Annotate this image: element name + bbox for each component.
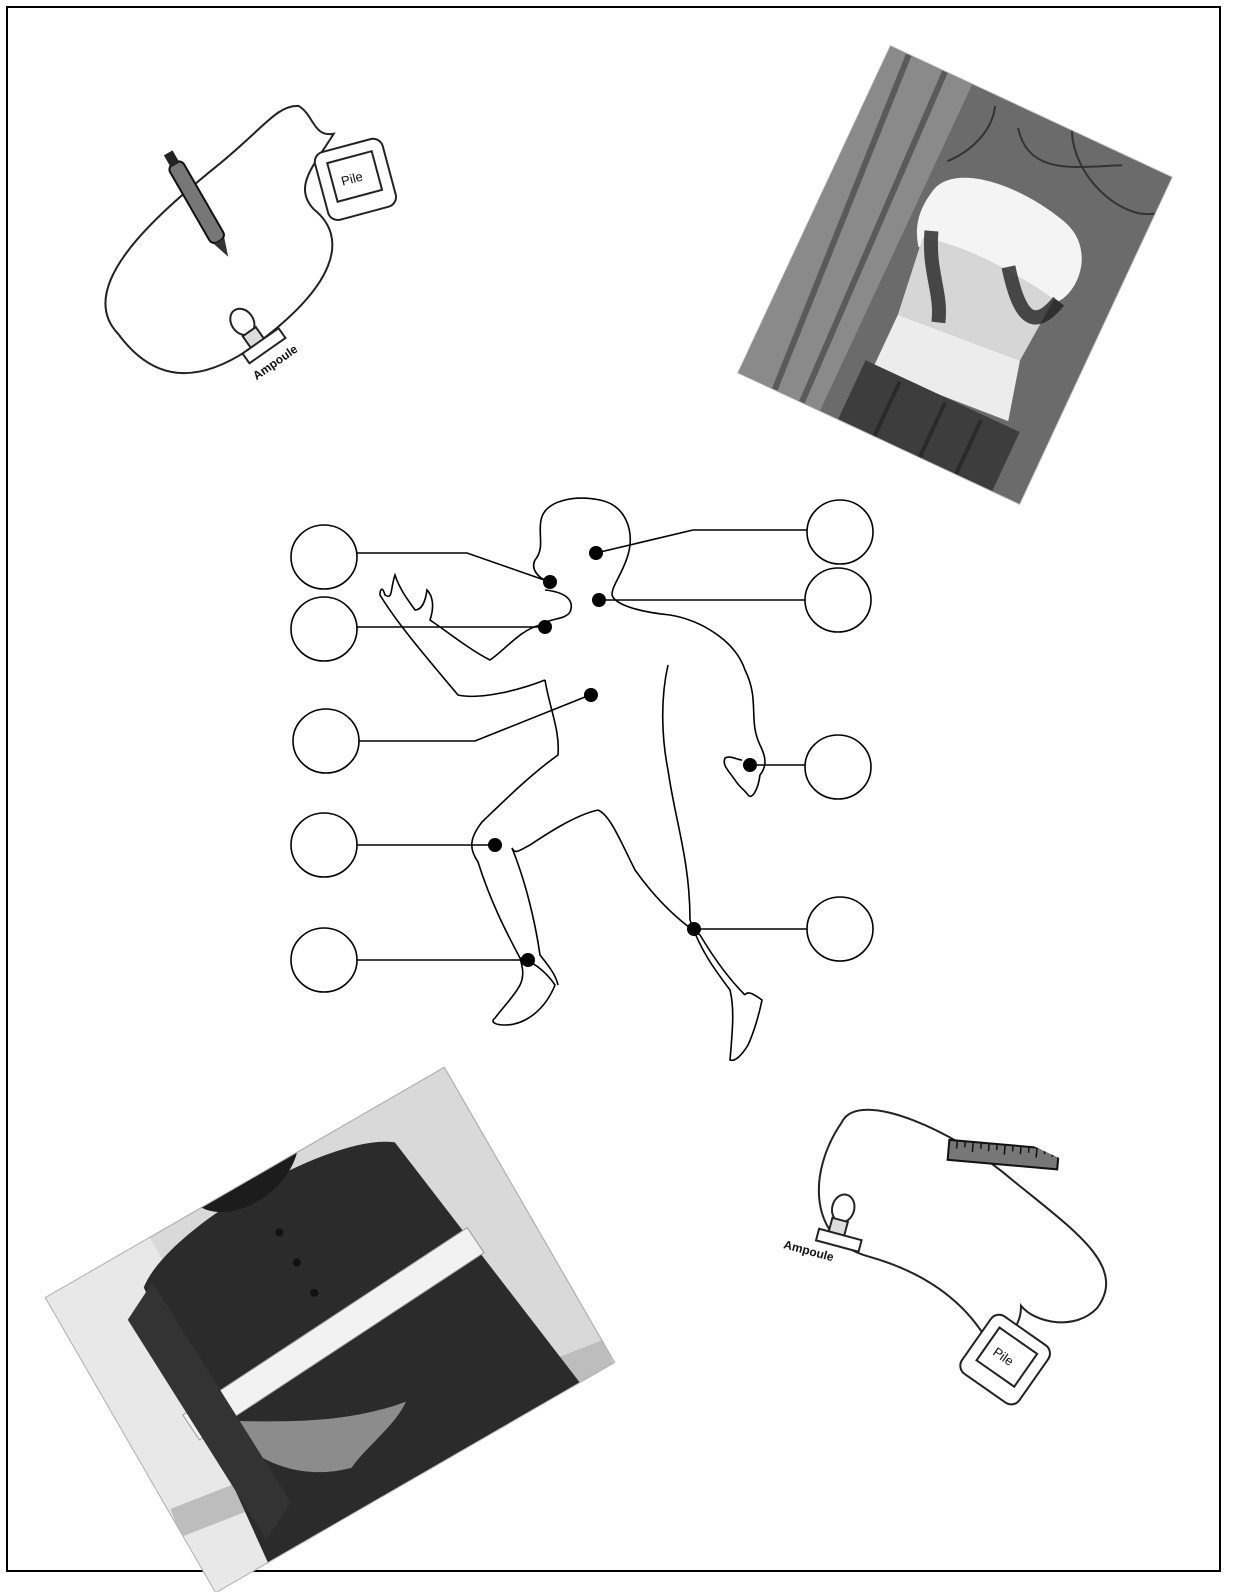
dot-knee bbox=[488, 838, 502, 852]
dot-throat bbox=[592, 593, 606, 607]
label-dots bbox=[488, 546, 757, 967]
answer-circle-7[interactable] bbox=[805, 568, 871, 632]
dot-head bbox=[589, 546, 603, 560]
running-child-outline bbox=[380, 498, 765, 1060]
answer-circle-4[interactable] bbox=[291, 813, 357, 877]
answer-circle-9[interactable] bbox=[807, 897, 873, 961]
dot-mouth bbox=[543, 575, 557, 589]
answer-circle-3[interactable] bbox=[293, 709, 359, 773]
label-lines bbox=[357, 530, 807, 960]
leader-line-mouth bbox=[357, 553, 550, 582]
answer-circle-2[interactable] bbox=[291, 597, 357, 661]
dot-calf bbox=[687, 922, 701, 936]
dot-wrist bbox=[743, 758, 757, 772]
dot-ankle bbox=[521, 953, 535, 967]
leader-line-belly bbox=[359, 695, 590, 741]
dot-belly bbox=[584, 688, 598, 702]
answer-circle-1[interactable] bbox=[291, 525, 357, 589]
answer-circle-5[interactable] bbox=[291, 928, 357, 992]
dot-neck bbox=[538, 620, 552, 634]
answer-circle-8[interactable] bbox=[805, 735, 871, 799]
answer-circles bbox=[291, 500, 873, 992]
answer-circle-6[interactable] bbox=[807, 500, 873, 564]
leader-line-head bbox=[596, 530, 807, 553]
